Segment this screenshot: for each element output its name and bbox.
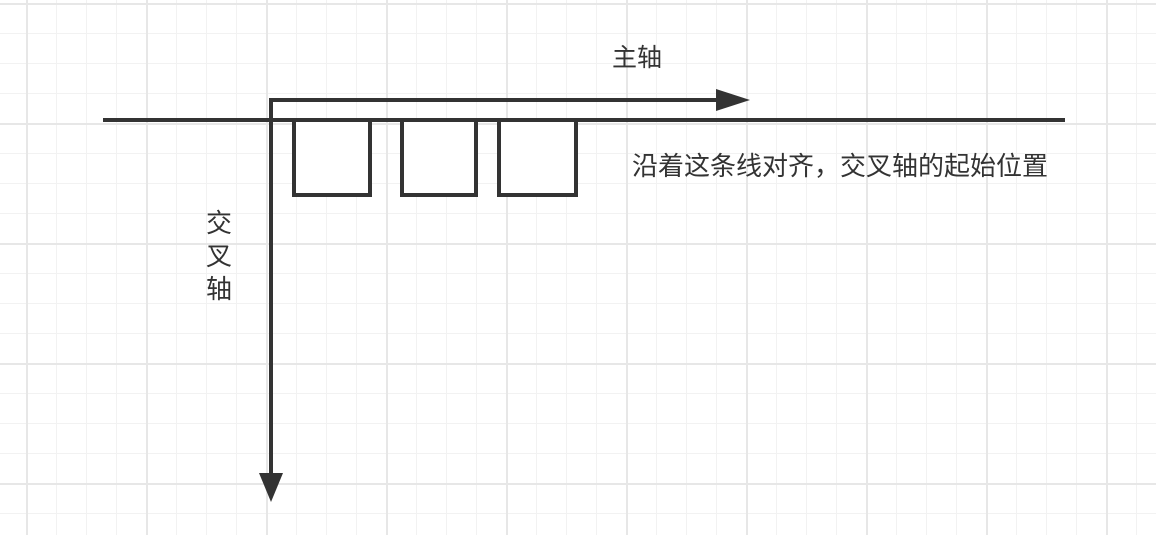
alignment-note-label: 沿着这条线对齐，交叉轴的起始位置 <box>632 151 1049 181</box>
main-axis-arrowhead <box>716 89 750 111</box>
cross-axis-arrowhead <box>259 473 283 502</box>
main-axis-label: 主轴 <box>612 44 663 72</box>
cross-axis-label: 交叉轴 <box>206 208 233 304</box>
flex-item-box-2 <box>400 118 478 197</box>
flex-item-box-1 <box>292 118 372 197</box>
flex-item-box-3 <box>497 118 578 197</box>
axes-elbow-arrow <box>269 98 718 474</box>
